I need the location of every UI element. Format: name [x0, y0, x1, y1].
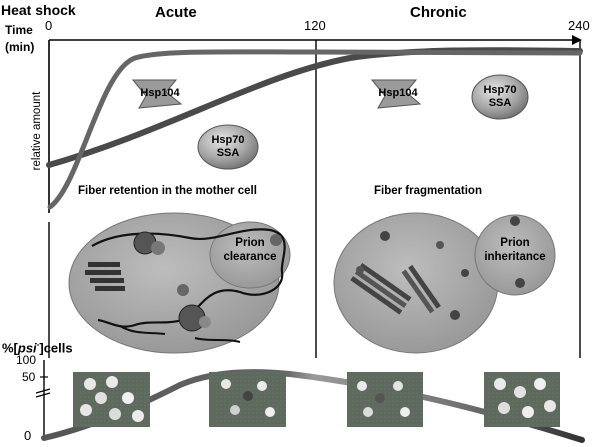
hsp104-star-icon [370, 79, 422, 109]
hsp70-oval-icon [197, 124, 259, 170]
prion-fiber-icon [85, 262, 125, 291]
prion-fiber-icon [350, 262, 412, 315]
hsp104-acute-label: Hsp104 [140, 87, 180, 99]
yeast-colony-photo [73, 372, 150, 427]
relative-amount-label: relative amount [31, 91, 43, 171]
psi-tick-100: 100 [16, 353, 37, 367]
prion-inheritance-label: Prion inheritance [478, 236, 552, 264]
psi-ylabel-post: ]cells [39, 340, 73, 356]
yeast-colony-photo [484, 372, 560, 427]
hsp70-chronic-label: Hsp70 SSA [476, 84, 524, 110]
prion-clearance-label: Prion clearance [218, 236, 282, 264]
acute-phase-label: Acute [155, 4, 197, 21]
hsp104-star-icon [131, 79, 183, 109]
hsp70-acute-line1: Hsp70 [211, 134, 245, 146]
chronic-caption: Fiber fragmentation [374, 185, 482, 197]
psi-ylabel-sup: - [36, 340, 40, 349]
psi-ylabel-pre: %[ [2, 340, 18, 356]
hsp70-curve [46, 47, 583, 168]
hsp70-acute-label: Hsp70 SSA [204, 134, 252, 160]
prion-inheritance-line2: inheritance [484, 251, 546, 263]
time-label: Time [5, 23, 33, 37]
heat-shock-label: Heat shock [1, 2, 76, 18]
acute-cell-group [68, 212, 291, 354]
prion-clearance-line1: Prion [235, 237, 265, 249]
psi-ylabel-italic: psi [17, 340, 37, 356]
top-axes [48, 35, 582, 213]
time-unit-label: (min) [5, 40, 35, 54]
hsp70-oval-icon [471, 74, 529, 120]
chronic-phase-label: Chronic [410, 4, 467, 21]
prion-inheritance-line1: Prion [500, 237, 530, 249]
time-tick-120: 120 [304, 18, 326, 33]
yeast-colony-photo [347, 372, 423, 427]
hsp104-curve [47, 49, 583, 210]
hsp70-acute-line2: SSA [216, 147, 240, 159]
psi-tick-0: 0 [24, 428, 32, 443]
chronic-cell-group [333, 212, 556, 354]
bottom-axes [35, 360, 51, 440]
time-tick-0: 0 [45, 18, 53, 33]
prion-fiber-icon [401, 264, 441, 314]
psi-minus-ylabel: %[psi-]cells [2, 340, 73, 355]
time-tick-240: 240 [568, 18, 590, 33]
yeast-colony-photo [209, 372, 286, 427]
acute-caption: Fiber retention in the mother cell [78, 185, 257, 197]
psi-tick-50: 50 [22, 370, 36, 384]
prion-clearance-line2: clearance [223, 251, 277, 263]
hsp70-chronic-line1: Hsp70 [483, 84, 517, 96]
hsp104-chronic-label: Hsp104 [378, 87, 418, 99]
hsp70-chronic-line2: SSA [488, 97, 512, 109]
